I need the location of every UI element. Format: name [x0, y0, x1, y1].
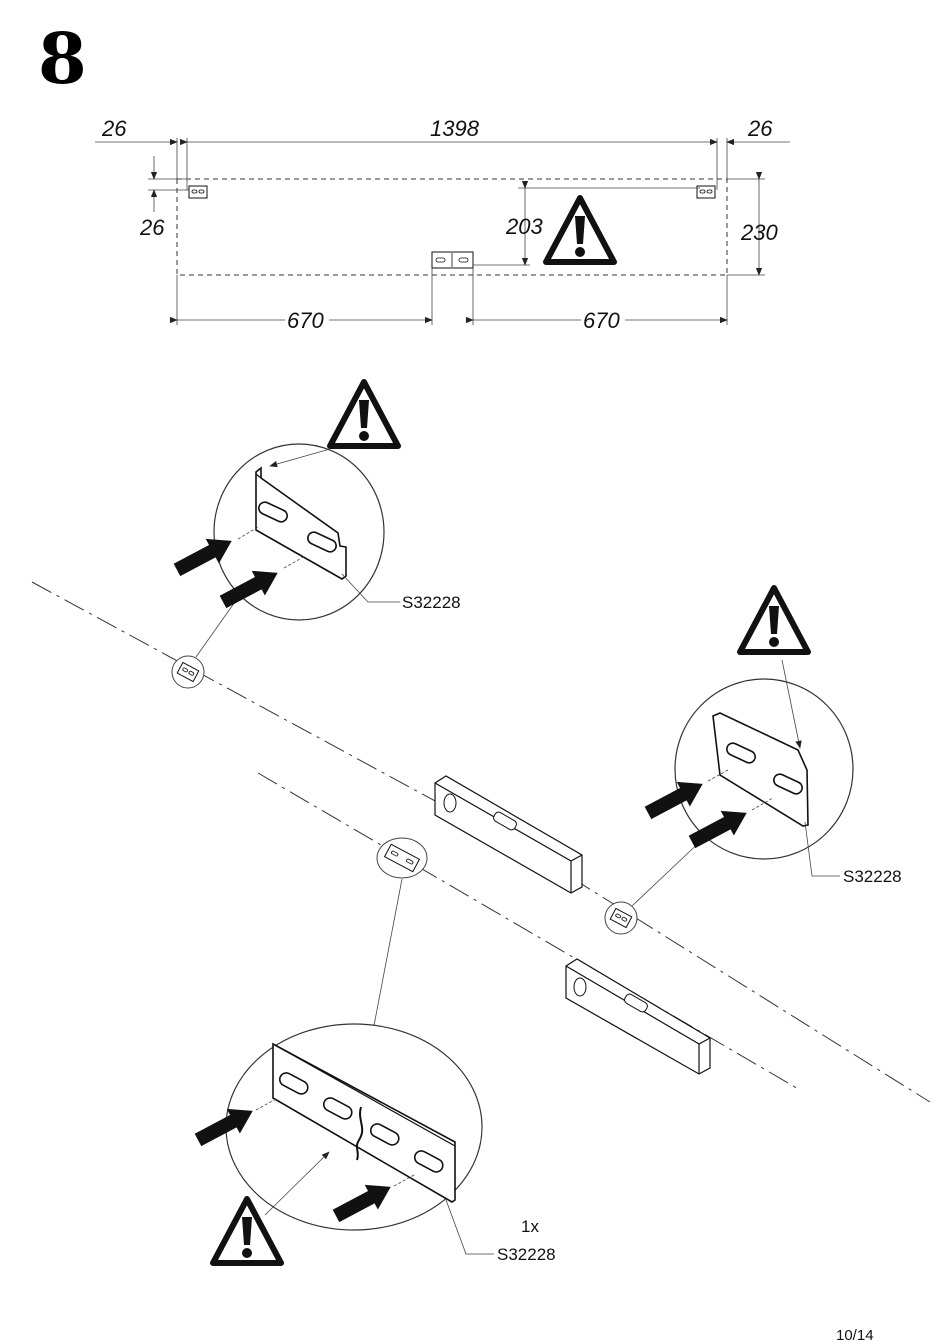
wall-bracket-right	[604, 901, 638, 935]
spirit-level-upper	[434, 775, 583, 894]
detail-bracket-upper-left: S32228	[170, 382, 461, 621]
warning-triangle-icon	[740, 588, 808, 652]
dimension-drawing: 26 1398 26 26 203 230	[95, 116, 790, 333]
dim-total-height: 230	[740, 220, 778, 245]
dim-top-offset: 26	[139, 215, 165, 240]
part-label-upper-left: S32228	[402, 593, 461, 612]
dim-left-offset: 26	[101, 116, 127, 141]
part-quantity: 1x	[521, 1217, 539, 1236]
part-label-center: S32228	[497, 1245, 556, 1264]
dim-left-span: 670	[287, 308, 324, 333]
warning-triangle-icon	[213, 1199, 281, 1263]
dim-right-offset: 26	[747, 116, 773, 141]
center-bracket-drawing	[431, 251, 474, 269]
warning-triangle-icon	[546, 198, 614, 262]
dim-width: 1398	[430, 116, 480, 141]
page-number: 10/14	[836, 1327, 874, 1344]
step-number: 8	[38, 17, 87, 100]
dim-right-span: 670	[583, 308, 620, 333]
wall-bracket-left	[171, 655, 205, 689]
detail-bracket-center: 1x S32228	[191, 1023, 556, 1264]
part-label-right: S32228	[843, 867, 902, 886]
spirit-level-lower	[565, 958, 711, 1075]
dim-hook-height: 203	[505, 214, 543, 239]
warning-triangle-icon	[330, 382, 398, 446]
wall-bracket-center	[376, 837, 428, 879]
detail-bracket-right: S32228	[641, 588, 902, 886]
